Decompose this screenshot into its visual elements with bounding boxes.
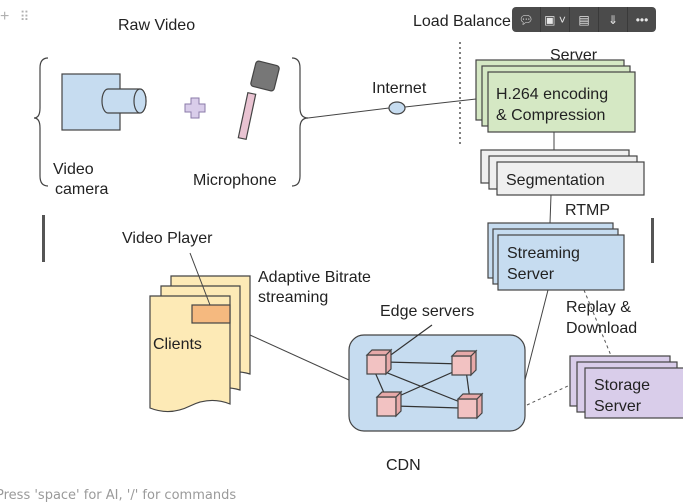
- more-button[interactable]: •••: [628, 7, 656, 32]
- add-block-button[interactable]: +: [0, 8, 10, 25]
- streaming-server-stack: [487, 222, 625, 291]
- edge-servers-label: Edge servers: [380, 303, 474, 320]
- block-gutter: + ⠿: [0, 8, 29, 26]
- more-icon: •••: [635, 12, 649, 27]
- resize-handle-left[interactable]: [42, 215, 45, 262]
- streaming-label: Streaming: [507, 245, 580, 262]
- clients-label: Clients: [153, 336, 202, 353]
- clients-stack: [149, 275, 251, 413]
- caption-icon: ▤: [578, 12, 590, 27]
- cube-icon: [375, 390, 403, 418]
- download-label: Download: [566, 320, 637, 337]
- caption-button[interactable]: ▤: [570, 7, 599, 32]
- adaptive-bitrate-label: Adaptive Bitrate: [258, 269, 371, 286]
- storage-label: Storage: [594, 377, 650, 394]
- comment-button[interactable]: 💬︎: [512, 7, 541, 32]
- download-icon: ⇓: [607, 12, 619, 27]
- encoding-server-stack: [475, 59, 636, 133]
- edge-server-cubes: [365, 348, 484, 420]
- comment-icon: 💬︎: [518, 12, 534, 27]
- left-brace: [33, 57, 49, 187]
- editor-hint: Press 'space' for AI, '/' for commands: [0, 488, 237, 503]
- storage-server-stack: [569, 355, 683, 419]
- cube-icon: [456, 392, 484, 420]
- load-balancer-label: Load Balancer: [413, 13, 517, 30]
- drag-handle[interactable]: ⠿: [19, 9, 30, 24]
- compression-label: & Compression: [496, 107, 605, 124]
- microphone-label: Microphone: [193, 172, 277, 189]
- download-button[interactable]: ⇓: [599, 7, 628, 32]
- cube-icon: [365, 348, 393, 376]
- align-icon: ▣ ˅: [544, 12, 566, 27]
- align-button[interactable]: ▣ ˅: [541, 7, 570, 32]
- segmentation-label: Segmentation: [506, 172, 605, 189]
- video-player-label: Video Player: [122, 230, 213, 247]
- cube-icon: [450, 349, 478, 377]
- rtmp-label: RTMP: [565, 202, 610, 219]
- segmentation-stack: [480, 149, 645, 196]
- connector: [404, 97, 486, 108]
- video-camera-label: Video: [53, 161, 94, 178]
- streaming-label-2: Server: [507, 266, 555, 283]
- internet-label: Internet: [372, 80, 427, 97]
- right-brace: [291, 57, 309, 187]
- replay-label: Replay &: [566, 299, 631, 316]
- storage-label-2: Server: [594, 398, 642, 415]
- internet-node: [388, 101, 406, 115]
- adaptive-bitrate-label-2: streaming: [258, 289, 328, 306]
- plus-icon: [184, 97, 206, 119]
- video-camera-icon: [61, 73, 147, 131]
- raw-video-label: Raw Video: [118, 17, 195, 34]
- connector: [307, 107, 390, 119]
- encoding-label: H.264 encoding: [496, 86, 608, 103]
- video-player-box: [191, 304, 231, 324]
- cdn-label: CDN: [386, 457, 421, 474]
- resize-handle-right[interactable]: [651, 218, 654, 263]
- image-toolbar: 💬︎ ▣ ˅ ▤ ⇓ •••: [512, 7, 656, 32]
- video-camera-label-2: camera: [55, 181, 108, 198]
- microphone-icon: [237, 60, 280, 141]
